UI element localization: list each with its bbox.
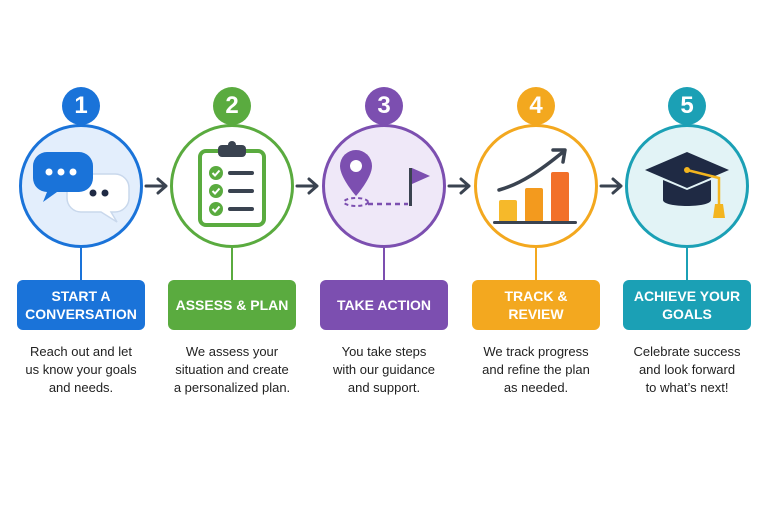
step-3: 3 TAKE ACTION You take steps with our gu…: [308, 0, 460, 512]
step-icon-circle: [474, 124, 598, 248]
step-description: Celebrate success and look forward to wh…: [611, 343, 763, 397]
location-pin-flag-icon: [340, 150, 430, 207]
step-icon-circle: [19, 124, 143, 248]
step-number-badge: 1: [62, 87, 100, 125]
description-line: and needs.: [48, 380, 114, 395]
step-icon-circle: [170, 124, 294, 248]
step-5: 5 ACHIEVE YOUR GOALS Celebrate success a…: [611, 0, 763, 512]
connector-line: [535, 248, 537, 280]
arrow-right-icon: [295, 177, 319, 195]
step-2: 2 ASSESS & PLAN We assess your situation…: [156, 0, 308, 512]
description-line: and look forward: [638, 362, 736, 377]
step-title: START A CONVERSATION: [17, 280, 145, 330]
step-title: ACHIEVE YOUR GOALS: [623, 280, 751, 330]
step-number-badge: 2: [213, 87, 251, 125]
description-line: a personalized plan.: [173, 380, 291, 395]
rising-bar-chart-icon: [493, 148, 577, 224]
description-line: We track progress: [483, 344, 589, 359]
step-description: We track progress and refine the plan as…: [460, 343, 612, 397]
arrow-right-icon: [144, 177, 168, 195]
step-description: You take steps with our guidance and sup…: [308, 343, 460, 397]
connector-line: [686, 248, 688, 280]
chat-bubbles-icon: [33, 152, 130, 223]
step-title: TRACK & REVIEW: [472, 280, 600, 330]
description-line: and refine the plan: [482, 362, 590, 377]
description-line: as needed.: [503, 380, 569, 395]
description-line: situation and create: [175, 362, 289, 377]
step-4: 4 TRACK & REVIEW We track progress and r…: [460, 0, 612, 512]
step-number-badge: 3: [365, 87, 403, 125]
step-number-badge: 4: [517, 87, 555, 125]
step-title: TAKE ACTION: [320, 280, 448, 330]
connector-line: [80, 248, 82, 280]
connector-line: [383, 248, 385, 280]
arrow-right-icon: [447, 177, 471, 195]
description-line: Reach out and let: [30, 344, 132, 359]
description-line: Celebrate success: [633, 344, 741, 359]
description-line: with our guidance: [333, 362, 435, 377]
step-1: 1 START A CONVERSATION Reach out and let…: [5, 0, 157, 512]
description-line: We assess your: [185, 344, 279, 359]
step-title: ASSESS & PLAN: [168, 280, 296, 330]
step-icon-circle: [322, 124, 446, 248]
clipboard-checklist-icon: [198, 141, 266, 227]
step-description: We assess your situation and create a pe…: [156, 343, 308, 397]
description-line: You take steps: [341, 344, 427, 359]
description-line: us know your goals: [25, 362, 137, 377]
connector-line: [231, 248, 233, 280]
description-line: and support.: [347, 380, 421, 395]
step-number-badge: 5: [668, 87, 706, 125]
arrow-right-icon: [599, 177, 623, 195]
step-icon-circle: [625, 124, 749, 248]
graduation-cap-icon: [645, 152, 729, 218]
step-description: Reach out and let us know your goals and…: [5, 343, 157, 397]
description-line: to what’s next!: [645, 380, 729, 395]
